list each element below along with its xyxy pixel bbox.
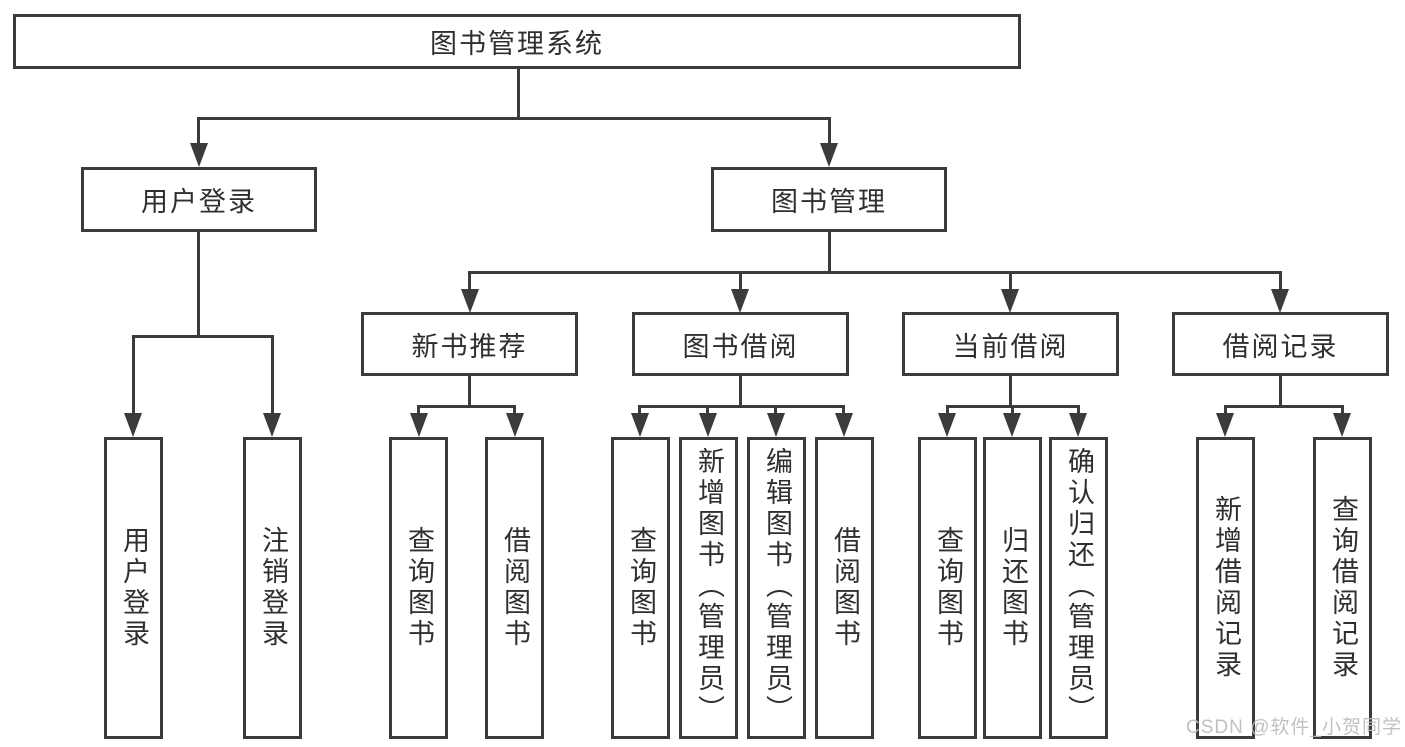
connector-group-stem: [468, 375, 471, 408]
leaf-query-books: 查询图书: [918, 437, 977, 739]
leaf-borrow-books: 借阅图书: [815, 437, 874, 739]
leaf-label: 借阅图书: [500, 526, 530, 650]
arrow-down-icon: [835, 413, 853, 437]
leaf-edit-books-admin: 编辑图书（管理员）: [747, 437, 806, 739]
leaf-add-books-admin: 新增图书（管理员）: [679, 437, 738, 739]
connector-leaf-drop: [774, 405, 777, 416]
node-book-management: 图书管理: [711, 167, 947, 232]
arrow-down-icon: [410, 413, 428, 437]
leaf-label: 新增图书（管理员）: [694, 447, 724, 726]
leaf-return-books: 归还图书: [983, 437, 1042, 739]
connector-leaf-drop: [417, 405, 420, 416]
arrow-down-icon: [506, 413, 524, 437]
connector-user-login-hline: [132, 335, 274, 338]
connector-group-hline: [417, 405, 516, 408]
connector-leaf-drop: [513, 405, 516, 416]
connector-group-hline: [1224, 405, 1343, 408]
node-current-borrowing: 当前借阅: [902, 312, 1119, 376]
arrow-down-icon: [631, 413, 649, 437]
leaf-label: 编辑图书（管理员）: [762, 447, 792, 726]
leaf-label: 查询图书: [933, 526, 963, 650]
arrow-down-icon: [1069, 413, 1087, 437]
arrow-down-icon: [731, 289, 749, 313]
arrow-down-icon: [699, 413, 717, 437]
connector-leaf-drop: [706, 405, 709, 416]
connector-group-stem: [739, 375, 742, 408]
connector-level3-hline: [469, 271, 1282, 274]
connector-leaf-drop: [946, 405, 949, 416]
leaf-add-borrow-record: 新增借阅记录: [1196, 437, 1255, 739]
connector-user-login-stem: [197, 232, 200, 338]
connector-leaf-drop: [1341, 405, 1344, 416]
arrow-down-icon: [767, 413, 785, 437]
connector-book-management-drop: [828, 117, 831, 145]
arrow-down-icon: [1271, 289, 1289, 313]
node-new-book-recommend: 新书推荐: [361, 312, 578, 376]
connector-level3-drop: [468, 271, 471, 291]
arrow-down-icon: [938, 413, 956, 437]
arrow-down-icon: [1333, 413, 1351, 437]
node-book-borrowing: 图书借阅: [632, 312, 849, 376]
leaf-label: 借阅图书: [830, 526, 860, 650]
leaf-confirm-return-admin: 确认归还（管理员）: [1049, 437, 1108, 739]
arrow-down-icon: [461, 289, 479, 313]
connector-level2-hline: [198, 117, 831, 120]
connector-leaf-drop: [1077, 405, 1080, 416]
node-library-management-system: 图书管理系统: [13, 14, 1021, 69]
connector-group-stem: [1279, 375, 1282, 408]
arrow-down-icon: [263, 413, 281, 437]
arrow-down-icon: [124, 413, 142, 437]
arrow-down-icon: [820, 143, 838, 167]
arrow-down-icon: [1001, 289, 1019, 313]
leaf-user-login: 用户登录: [104, 437, 163, 739]
connector-level3-drop: [1009, 271, 1012, 291]
leaf-label: 查询借阅记录: [1328, 495, 1358, 681]
leaf-label: 新增借阅记录: [1211, 495, 1241, 681]
connector-leaf-drop: [1011, 405, 1014, 416]
leaf-label: 注销登录: [258, 526, 288, 650]
connector-leaf-drop: [842, 405, 845, 416]
connector-root-stem: [517, 68, 520, 119]
connector-leaf-drop: [1224, 405, 1227, 416]
connector-group-stem: [1009, 375, 1012, 408]
leaf-label: 归还图书: [998, 526, 1028, 650]
arrow-down-icon: [1003, 413, 1021, 437]
leaf-borrow-books: 借阅图书: [485, 437, 544, 739]
node-user-login: 用户登录: [81, 167, 317, 232]
leaf-label: 查询图书: [626, 526, 656, 650]
csdn-watermark: CSDN @软件_小贺同学: [1186, 717, 1402, 738]
leaf-label: 查询图书: [404, 526, 434, 650]
leaf-query-books: 查询图书: [611, 437, 670, 739]
arrow-down-icon: [1216, 413, 1234, 437]
connector-group-hline: [638, 405, 845, 408]
arrow-down-icon: [190, 143, 208, 167]
leaf-query-books: 查询图书: [389, 437, 448, 739]
connector-book-management-stem: [828, 232, 831, 274]
connector-level3-drop: [1279, 271, 1282, 291]
leaf-logout: 注销登录: [243, 437, 302, 739]
connector-leaf-drop: [132, 335, 135, 415]
leaf-label: 确认归还（管理员）: [1064, 447, 1094, 726]
leaf-label: 用户登录: [119, 526, 149, 650]
leaf-query-borrow-record: 查询借阅记录: [1313, 437, 1372, 739]
node-borrowing-records: 借阅记录: [1172, 312, 1389, 376]
connector-leaf-drop: [638, 405, 641, 416]
connector-level3-drop: [739, 271, 742, 291]
connector-user-login-drop: [197, 117, 200, 145]
connector-leaf-drop: [271, 335, 274, 415]
